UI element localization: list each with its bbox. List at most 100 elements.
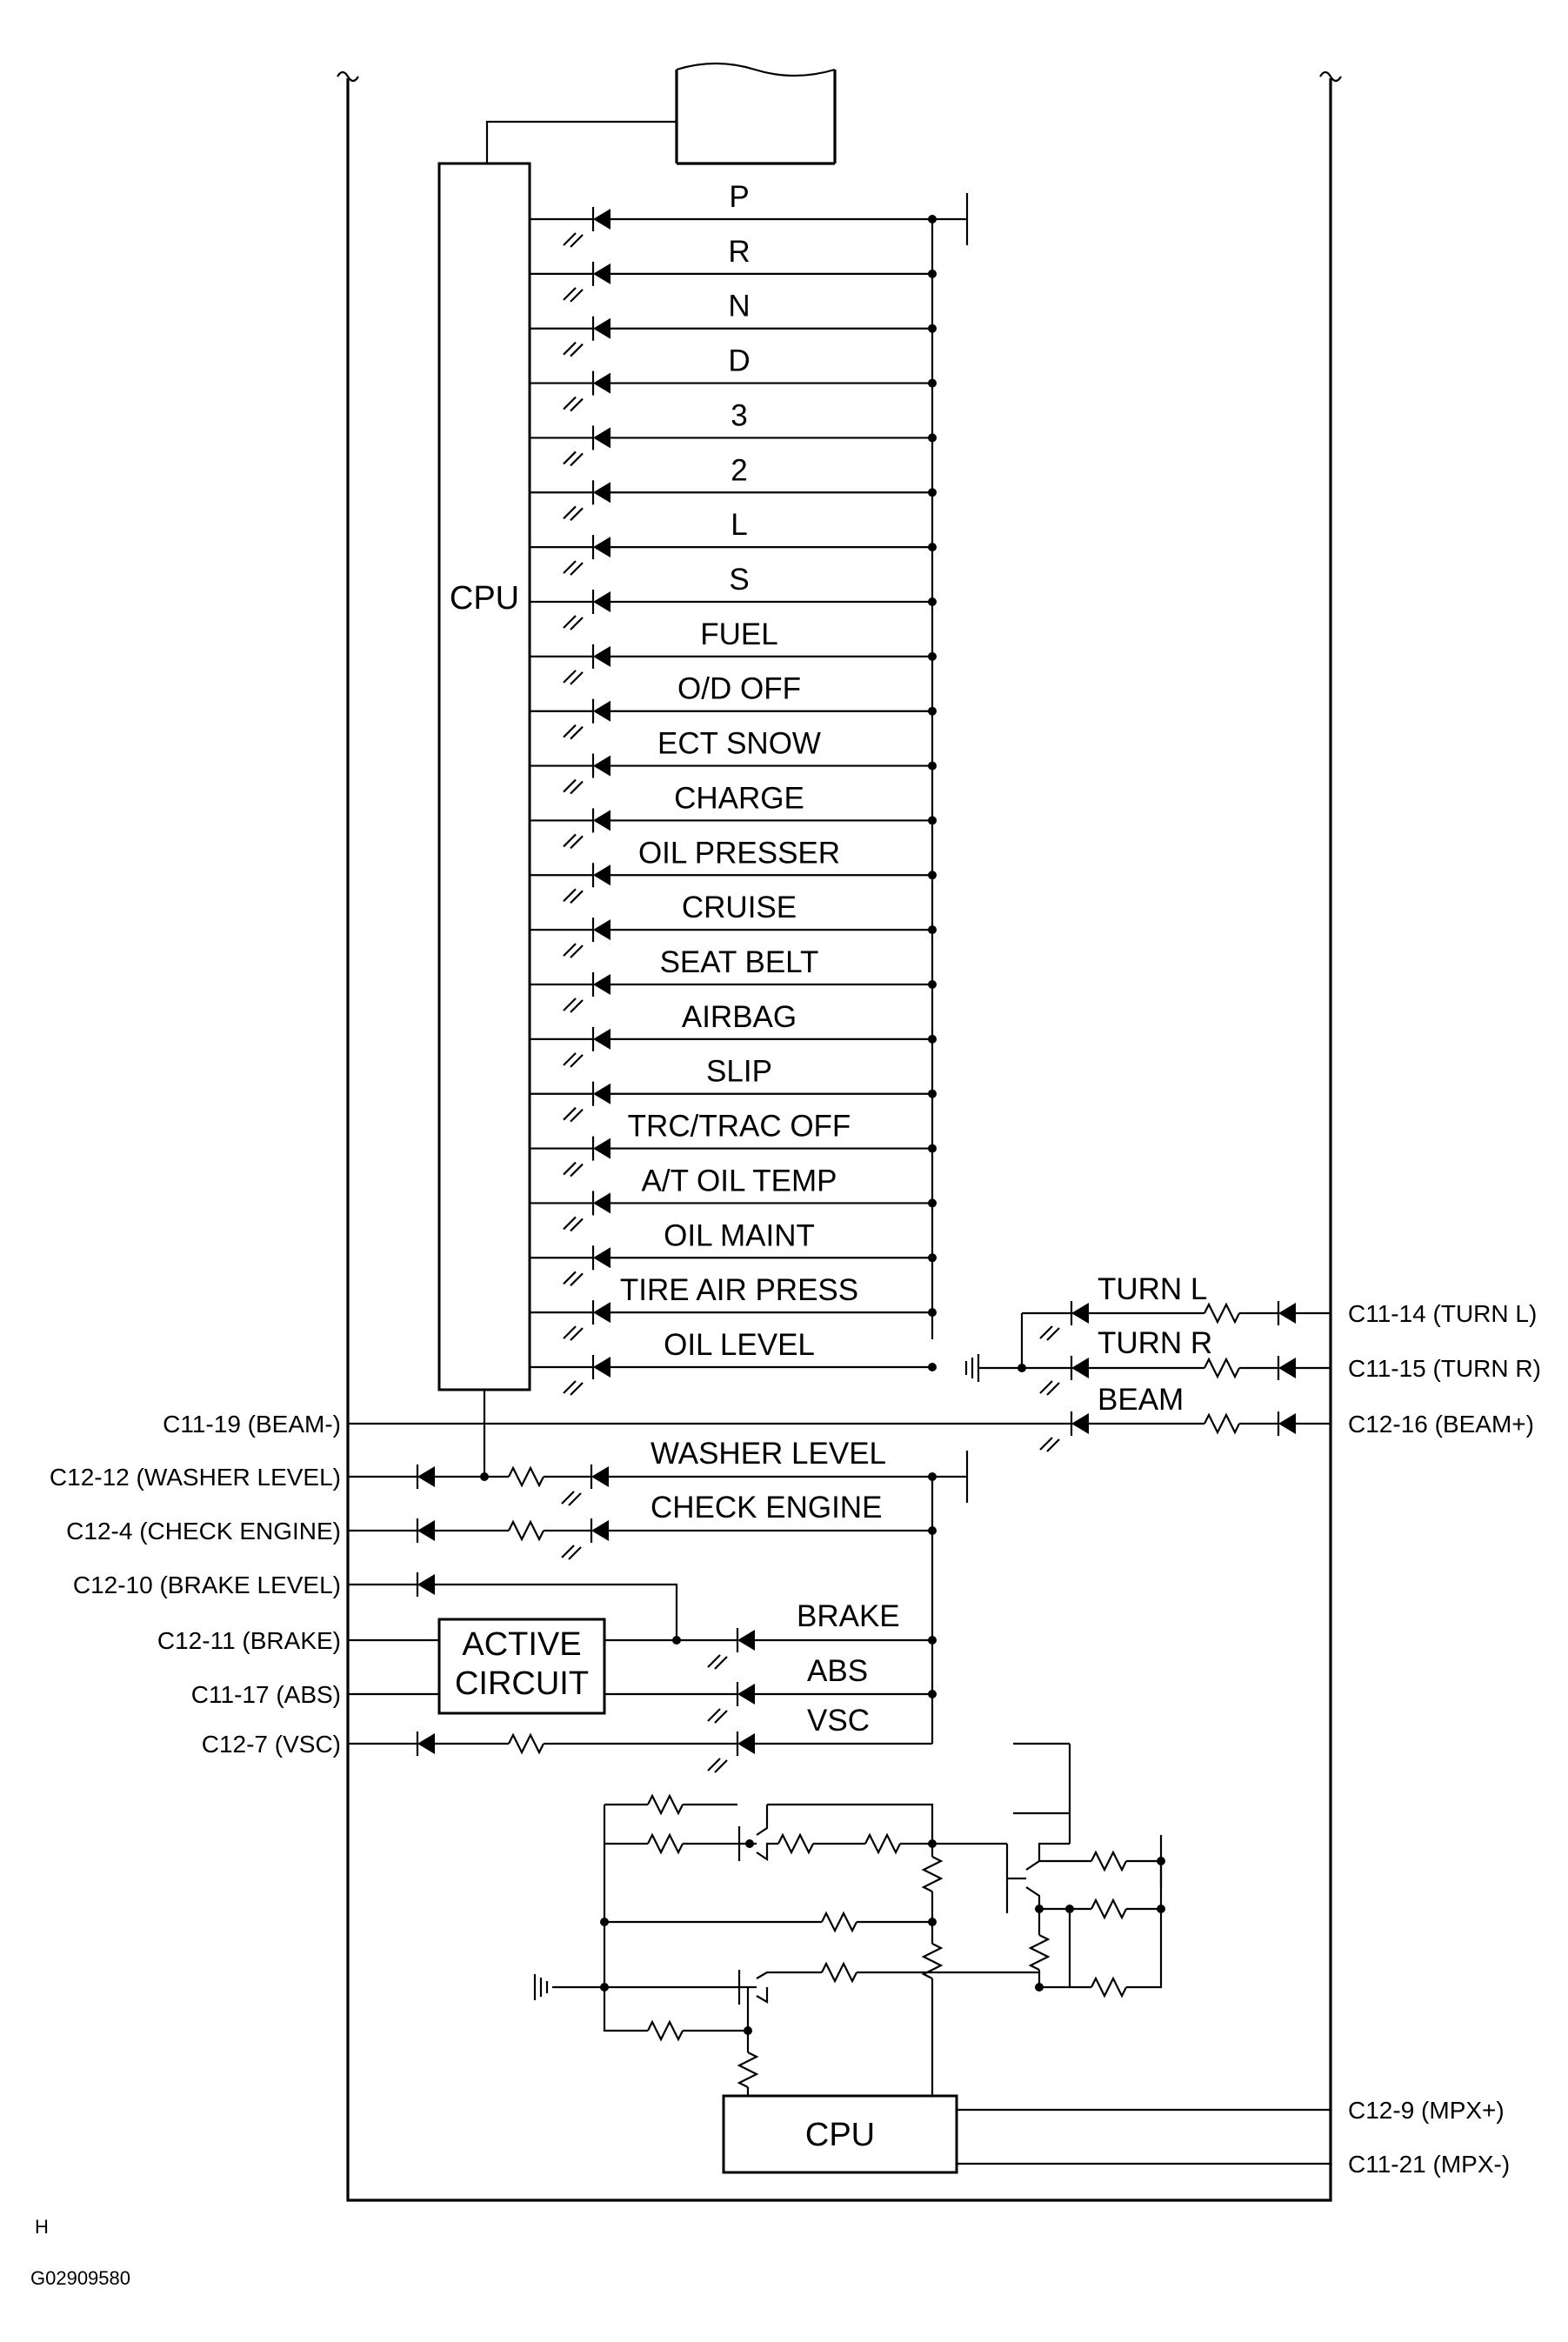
figure-code: G02909580: [30, 2267, 130, 2289]
turn-l-label: TURN L: [1098, 1272, 1207, 1306]
turn-beam-section: TURN L TURN R BEAM: [348, 1272, 1331, 1452]
bus-junction: [928, 1363, 937, 1371]
light-emission-icon: [563, 341, 584, 357]
cluster-housing: [337, 70, 1342, 2202]
active-circuit-line1: ACTIVE: [462, 1626, 581, 1663]
multiplex-driver-network: [533, 1742, 1165, 2096]
connector-c11-21: C11-21 (MPX-): [1348, 2151, 1510, 2178]
indicator-led-icon: [593, 1083, 611, 1104]
left-connector-labels: C11-19 (BEAM-) C12-12 (WASHER LEVEL) C12…: [50, 1411, 341, 1758]
indicator-led-icon: [593, 1302, 611, 1324]
indicator-label: S: [729, 563, 749, 597]
light-emission-icon: [563, 670, 584, 685]
connector-c11-19: C11-19 (BEAM-): [163, 1411, 341, 1438]
cpu-top-label: CPU: [450, 580, 519, 617]
indicator-label: SLIP: [706, 1055, 772, 1089]
connector-c12-12: C12-12 (WASHER LEVEL): [50, 1464, 341, 1491]
cpu-bottom-label: CPU: [805, 2117, 875, 2153]
light-emission-icon: [563, 1380, 584, 1396]
washer-level-label: WASHER LEVEL: [651, 1437, 886, 1471]
light-emission-icon: [563, 615, 584, 631]
indicator-led-icon: [593, 864, 611, 886]
indicator-label: A/T OIL TEMP: [642, 1164, 837, 1198]
indicator-label: O/D OFF: [677, 672, 801, 706]
connector-c11-15: C11-15 (TURN R): [1348, 1355, 1541, 1382]
light-emission-icon: [563, 1052, 584, 1068]
check-engine-label: CHECK ENGINE: [651, 1491, 882, 1525]
vsc-label: VSC: [807, 1704, 870, 1738]
indicator-label: SEAT BELT: [660, 945, 819, 979]
indicator-label: CRUISE: [682, 891, 797, 924]
indicator-led-icon: [593, 810, 611, 831]
indicator-led-icon: [593, 919, 611, 941]
light-emission-icon: [563, 505, 584, 522]
indicator-led-icon: [593, 537, 611, 558]
indicator-led-icon: [593, 1138, 611, 1159]
light-emission-icon: [563, 1271, 584, 1287]
figure-footer: H G02909580: [30, 2216, 130, 2289]
indicator-led-icon: [593, 645, 611, 667]
indicator-led-icon: [593, 974, 611, 995]
light-emission-icon: [563, 724, 584, 740]
light-emission-icon: [563, 1216, 584, 1232]
indicator-label: CHARGE: [674, 781, 804, 815]
cpu-top-block: CPU: [437, 162, 531, 1391]
indicator-label: D: [728, 344, 750, 378]
beam-label: BEAM: [1098, 1383, 1184, 1417]
indicator-led-icon: [593, 317, 611, 339]
indicator-led-icon: [593, 209, 611, 230]
indicator-label: AIRBAG: [682, 1000, 797, 1034]
cpu-bottom-block: CPU: [722, 2094, 1331, 2174]
light-emission-icon: [563, 396, 584, 412]
light-emission-icon: [563, 1161, 584, 1178]
brake-label: BRAKE: [797, 1599, 900, 1633]
indicator-label: N: [728, 290, 750, 324]
abs-label: ABS: [807, 1654, 868, 1688]
light-emission-icon: [563, 560, 584, 576]
indicator-led-icon: [593, 1247, 611, 1269]
connector-c12-10: C12-10 (BRAKE LEVEL): [73, 1571, 341, 1598]
indicator-label: OIL PRESSER: [638, 836, 840, 870]
turn-r-label: TURN R: [1098, 1326, 1212, 1360]
indicator-label: OIL MAINT: [664, 1218, 815, 1252]
active-circuit-line2: CIRCUIT: [455, 1665, 589, 1702]
indicator-led-icon: [593, 482, 611, 504]
indicator-led-icon: [593, 263, 611, 284]
indicator-label: OIL LEVEL: [664, 1328, 815, 1362]
indicator-label: FUEL: [700, 617, 777, 651]
indicator-led-icon: [593, 372, 611, 394]
light-emission-icon: [563, 1325, 584, 1341]
light-emission-icon: [563, 888, 584, 904]
connector-c12-9: C12-9 (MPX+): [1348, 2097, 1505, 2124]
indicator-label: TRC/TRAC OFF: [628, 1110, 851, 1144]
indicator-led-icon: [593, 700, 611, 722]
right-connector-labels: C11-14 (TURN L) C11-15 (TURN R) C12-16 (…: [1348, 1300, 1541, 2178]
indicator-label: L: [731, 508, 747, 542]
light-emission-icon: [563, 778, 584, 795]
indicator-led-icon: [593, 755, 611, 777]
indicator-bus: [931, 193, 969, 1339]
indicator-led-icon: [593, 427, 611, 449]
light-emission-icon: [563, 943, 584, 958]
light-emission-icon: [563, 450, 584, 467]
footer-letter: H: [35, 2216, 49, 2238]
indicator-label: 2: [731, 453, 747, 487]
connector-c12-11: C12-11 (BRAKE): [157, 1627, 341, 1654]
connector-c12-7: C12-7 (VSC): [202, 1731, 341, 1758]
light-emission-icon: [563, 833, 584, 850]
connector-c11-14: C11-14 (TURN L): [1348, 1300, 1537, 1327]
indicator-led-icon: [593, 591, 611, 612]
light-emission-icon: [563, 998, 584, 1013]
indicator-led-icon: [593, 1357, 611, 1378]
connector-c11-17: C11-17 (ABS): [191, 1681, 341, 1708]
indicator-label: TIRE AIR PRESS: [620, 1273, 858, 1307]
lower-warning-section: ACTIVE CIRCUIT WASHER LEVEL CHECK ENGINE…: [348, 1390, 969, 1773]
indicator-label: R: [728, 235, 750, 269]
indicator-led-icon: [593, 1192, 611, 1214]
connector-c12-16: C12-16 (BEAM+): [1348, 1411, 1534, 1438]
light-emission-icon: [563, 287, 584, 303]
indicator-label: 3: [731, 398, 747, 432]
indicator-led-icon: [593, 1028, 611, 1050]
